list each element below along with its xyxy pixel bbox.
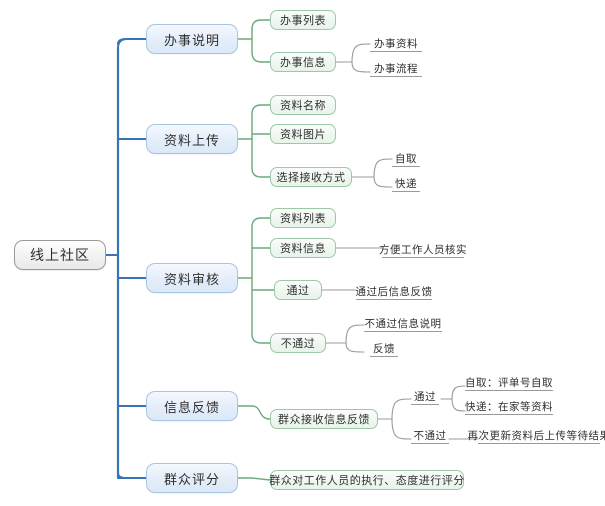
leaf-node-不通过信息说明[interactable]: 不通过信息说明: [364, 317, 442, 332]
branch-node-办事说明[interactable]: 办事说明: [146, 24, 238, 54]
leaf-node-快递在家等资料[interactable]: 快递：在家等资料: [465, 400, 553, 415]
leaf-label: 快递: [395, 178, 417, 190]
sub-label: 资料图片: [280, 129, 326, 141]
leaf-node-反馈[interactable]: 反馈: [370, 342, 398, 357]
link-资料审核-不通过: [251, 333, 271, 344]
link-通过2-自取: [451, 385, 466, 400]
link-办事说明-办事列表: [251, 19, 271, 30]
sub-node-通过[interactable]: 通过: [274, 280, 322, 300]
root-label: 线上社区: [30, 247, 90, 263]
root-node[interactable]: 线上社区: [14, 240, 106, 270]
sub-label: 群众接收信息反馈: [278, 414, 370, 426]
branch-node-群众评分[interactable]: 群众评分: [146, 463, 238, 493]
leaf-node-通过后信息反馈[interactable]: 通过后信息反馈: [356, 285, 432, 300]
link-办事信息-办事资料: [351, 43, 371, 63]
branch-label: 办事说明: [163, 32, 220, 48]
leaf-label: 再次更新资料后上传等待结果: [467, 430, 605, 442]
branch-node-信息反馈[interactable]: 信息反馈: [146, 391, 238, 421]
leaf-node-方便工作人员核实[interactable]: 方便工作人员核实: [379, 243, 467, 258]
sub-node-资料图片[interactable]: 资料图片: [270, 124, 336, 144]
link-信息反馈-群众接收信息反馈: [237, 405, 271, 420]
leaf-label: 快递：在家等资料: [465, 401, 553, 413]
leaf-label: 不通过: [413, 430, 447, 442]
sub-node-群众接收信息反馈[interactable]: 群众接收信息反馈: [270, 409, 378, 429]
link-选择接收方式-自取: [373, 158, 393, 178]
leaf-node-办事流程[interactable]: 办事流程: [370, 62, 422, 77]
leaf-label: 办事流程: [374, 63, 418, 75]
leaf-node-再次更新资料后上传等待结果[interactable]: 再次更新资料后上传等待结果: [468, 429, 605, 444]
branch-label: 资料上传: [163, 132, 220, 148]
leaf-label: 通过: [414, 391, 436, 403]
link-群众评分-stem: [237, 477, 271, 481]
link-资料上传-选择接收方式: [251, 167, 271, 178]
leaf-node-自取[interactable]: 自取: [392, 152, 420, 167]
sub-label: 群众对工作人员的执行、态度进行评分: [269, 475, 465, 487]
sub-node-资料名称[interactable]: 资料名称: [270, 95, 336, 115]
link-资料上传-资料名称: [251, 104, 271, 115]
sub-label: 资料列表: [280, 213, 326, 225]
branch-node-资料上传[interactable]: 资料上传: [146, 124, 238, 154]
leaf-label: 方便工作人员核实: [379, 244, 467, 256]
branch-node-资料审核[interactable]: 资料审核: [146, 263, 238, 293]
leaf-node-自取评单号自取[interactable]: 自取：评单号自取: [465, 376, 553, 391]
link-群众接收-不通过: [391, 418, 412, 440]
leaf-label: 反馈: [373, 343, 395, 355]
leaf-node-办事资料[interactable]: 办事资料: [370, 37, 422, 52]
leaf-label: 自取: [395, 153, 417, 165]
sub-label: 办事信息: [280, 57, 326, 69]
link-办事说明-办事信息: [251, 51, 271, 63]
link-资料审核-资料列表: [251, 217, 271, 228]
branch-label: 群众评分: [163, 471, 220, 487]
branch-label: 信息反馈: [163, 399, 220, 415]
sub-node-办事列表[interactable]: 办事列表: [270, 10, 336, 30]
link-通过2-快递: [451, 398, 466, 412]
sub-label: 通过: [286, 285, 310, 297]
link-办事信息-办事流程: [351, 61, 371, 73]
leaf-node-不通过-反馈分支[interactable]: 不通过: [411, 429, 449, 444]
sub-label: 资料名称: [280, 100, 326, 112]
link-不通过-反馈: [345, 342, 365, 353]
leaf-label: 不通过信息说明: [364, 318, 442, 330]
sub-label: 办事列表: [280, 15, 326, 27]
link-不通过-不通过信息说明: [345, 324, 365, 344]
sub-node-不通过[interactable]: 不通过: [270, 333, 326, 353]
sub-node-资料信息[interactable]: 资料信息: [270, 238, 336, 258]
leaf-label: 办事资料: [374, 38, 418, 50]
link-群众接收-通过: [391, 398, 412, 420]
link-选择接收方式-快递: [373, 176, 393, 188]
sub-node-办事信息[interactable]: 办事信息: [270, 52, 336, 72]
sub-node-资料列表[interactable]: 资料列表: [270, 208, 336, 228]
branch-label: 资料审核: [163, 271, 220, 287]
sub-label: 选择接收方式: [276, 172, 346, 184]
link-to-办事说明: [117, 38, 147, 49]
sub-label: 资料信息: [280, 243, 326, 255]
leaf-node-快递[interactable]: 快递: [392, 177, 420, 192]
sub-node-选择接收方式[interactable]: 选择接收方式: [270, 167, 352, 187]
leaf-label: 通过后信息反馈: [355, 286, 433, 298]
sub-node-群众评分说明[interactable]: 群众对工作人员的执行、态度进行评分: [269, 470, 465, 490]
leaf-label: 自取：评单号自取: [465, 377, 553, 389]
leaf-node-通过-反馈分支[interactable]: 通过: [411, 390, 439, 405]
sub-label: 不通过: [280, 338, 316, 350]
